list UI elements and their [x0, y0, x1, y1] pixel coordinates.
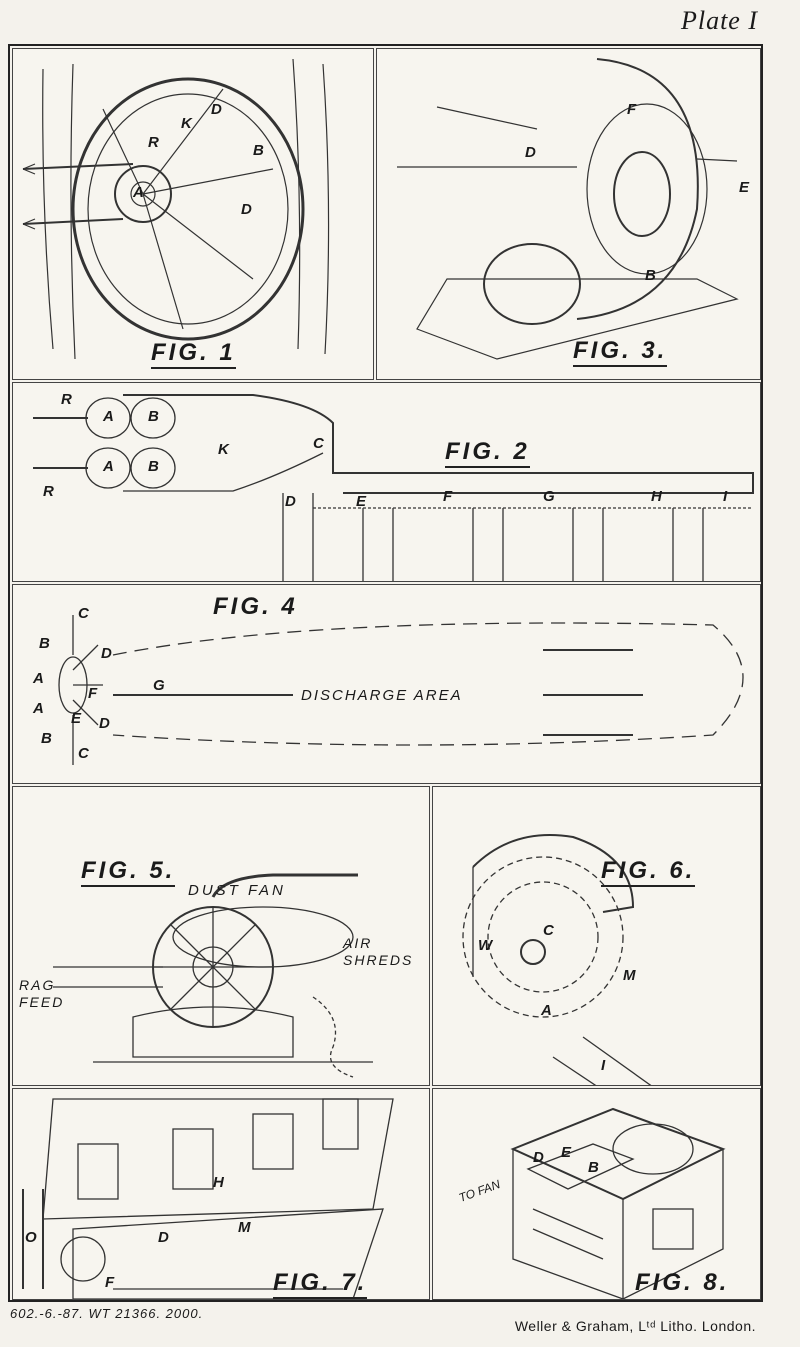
fig3-label: FIG. 3.: [573, 337, 668, 367]
fig7-panel: D M H F O FIG. 7.: [12, 1088, 430, 1300]
fig3-letter-f: F: [627, 101, 637, 118]
fig4-drawing: [58, 615, 744, 765]
fig6-letter-a: A: [541, 1002, 552, 1019]
fig1-letter-b: B: [253, 142, 264, 159]
fig2-letter-d: D: [285, 493, 296, 510]
fig2-letter-b2: B: [148, 458, 159, 475]
fig5-air-label: AIR: [343, 935, 373, 951]
fig1-letter-k: K: [181, 115, 192, 132]
fig7-letter-m: M: [238, 1219, 251, 1236]
fig8-letter-e: E: [561, 1144, 572, 1161]
fig4-letter-f: F: [88, 685, 98, 702]
fig1-panel: D K B R A D FIG. 1: [12, 48, 374, 380]
plate-title: Plate I: [680, 6, 758, 35]
fig5-rag-label: RAG: [19, 977, 56, 993]
fig2-letter-a2: A: [103, 458, 114, 475]
fig1-letter-r: R: [148, 134, 159, 151]
fig2-panel: R A B C K A B R D E F G H I FIG. 2: [12, 382, 761, 582]
print-reference: 602.-6.-87. WT 21366. 2000.: [10, 1306, 204, 1321]
fig2-letter-e: E: [356, 493, 367, 510]
fig4-letter-a-bottom: A: [33, 700, 44, 717]
fig5-panel: FIG. 5. DUST FAN AIR SHREDS RAG FEED: [12, 786, 430, 1086]
fig4-letter-c-top: C: [78, 605, 89, 622]
fig2-letter-f: F: [443, 488, 453, 505]
fig6-letter-i: I: [601, 1057, 606, 1074]
fig4-letter-b-bottom: B: [41, 730, 52, 747]
fig4-panel: C B D A F G A E D B C DISCHARGE AREA FIG…: [12, 584, 761, 784]
fig8-letter-b: B: [588, 1159, 599, 1176]
fig4-label: FIG. 4: [213, 593, 298, 620]
fig4-discharge-text: DISCHARGE AREA: [301, 687, 463, 704]
fig1-letter-a: A: [133, 184, 144, 201]
fig6-letter-w: W: [478, 937, 493, 954]
fig4-letter-a-top: A: [33, 670, 44, 687]
fig8-label: FIG. 8.: [635, 1269, 730, 1296]
fig5-feed-label: FEED: [19, 994, 65, 1010]
fig5-label: FIG. 5.: [81, 857, 176, 887]
fig7-label: FIG. 7.: [273, 1269, 368, 1299]
fig2-label: FIG. 2: [445, 438, 530, 468]
fig7-letter-o: O: [25, 1229, 37, 1246]
fig7-letter-f: F: [105, 1274, 115, 1291]
fig5-shreds-label: SHREDS: [343, 952, 414, 968]
fig1-drawing: [22, 58, 330, 360]
fig5-drawing: [53, 873, 373, 1078]
fig6-label: FIG. 6.: [601, 857, 696, 887]
fig8-drawing: [510, 1107, 726, 1299]
fig1-letter-d-bottom: D: [241, 201, 252, 218]
lithographer-credit: Weller & Graham, Lᵗᵈ Litho. London.: [514, 1318, 756, 1334]
fig7-letter-d: D: [158, 1229, 169, 1246]
fig5-title: DUST FAN: [188, 882, 286, 899]
fig7-drawing: [22, 1098, 394, 1299]
fig3-letter-e: E: [739, 179, 750, 196]
fig8-panel: TO FAN D E B FIG. 8.: [432, 1088, 761, 1300]
fig2-letter-r-top: R: [61, 391, 72, 408]
fig3-panel: F D E B FIG. 3.: [376, 48, 761, 380]
fig2-letter-b1: B: [148, 408, 159, 425]
fig2-letter-r-bottom: R: [43, 483, 54, 500]
fig4-letter-d-bottom: D: [99, 715, 110, 732]
fig6-letter-c: C: [543, 922, 554, 939]
fig4-letter-d-top: D: [101, 645, 112, 662]
fig4-letter-b-top: B: [39, 635, 50, 652]
fig6-panel: FIG. 6. C W A M I: [432, 786, 761, 1086]
fig2-letter-h: H: [651, 488, 662, 505]
fig1-letter-d-top: D: [211, 101, 222, 118]
fig2-letter-i: I: [723, 488, 728, 505]
fig1-label: FIG. 1: [151, 339, 236, 369]
fig3-letter-b: B: [645, 267, 656, 284]
fig4-letter-g: G: [153, 677, 165, 694]
fig2-letter-c: C: [313, 435, 324, 452]
fig6-letter-m: M: [623, 967, 636, 984]
fig2-letter-k: K: [218, 441, 229, 458]
fig7-letter-h: H: [213, 1174, 224, 1191]
fig4-letter-e: E: [71, 710, 82, 727]
fig3-letter-d: D: [525, 144, 536, 161]
fig4-letter-c-bottom: C: [78, 745, 89, 762]
fig2-letter-a1: A: [103, 408, 114, 425]
fig3-drawing: [397, 58, 739, 360]
plate-frame: D K B R A D FIG. 1 F D: [8, 44, 763, 1302]
fig8-letter-d: D: [533, 1149, 544, 1166]
fig2-letter-g: G: [543, 488, 555, 505]
fig2-drawing: [33, 394, 754, 581]
